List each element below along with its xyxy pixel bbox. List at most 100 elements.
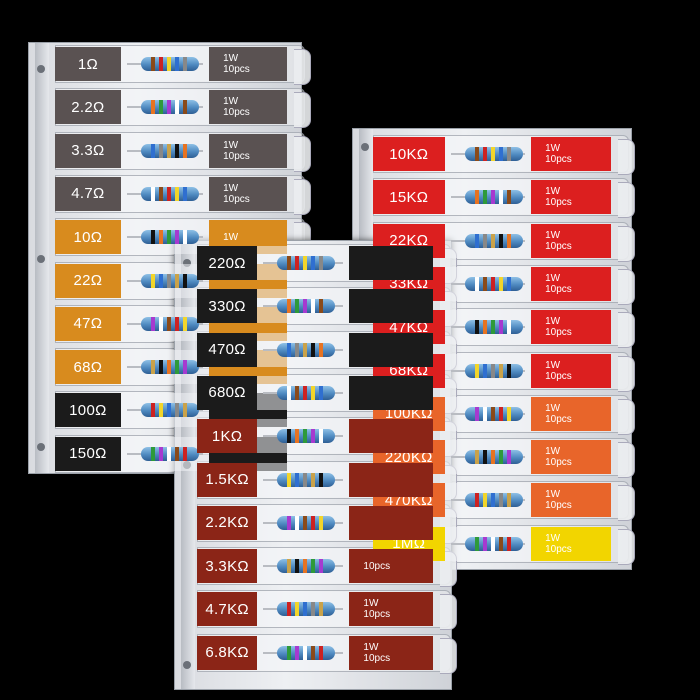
color-band [482, 233, 487, 248]
resistor-icon [277, 256, 336, 270]
quantity: 10pcs [545, 457, 572, 469]
binder-hole [183, 661, 191, 669]
color-band [319, 299, 324, 314]
resistor-icon [140, 446, 199, 461]
resistance-label: 1.5KΩ [197, 462, 258, 497]
color-band [490, 233, 495, 248]
resistor-window [120, 393, 210, 428]
pocket-tab [618, 485, 635, 522]
spec-label [349, 419, 433, 454]
power-rating: 1W [545, 402, 561, 414]
resistor-icon [464, 493, 523, 508]
color-band [182, 316, 187, 331]
color-band [474, 406, 479, 421]
color-band [303, 385, 308, 400]
quantity: 10pcs [545, 370, 572, 382]
color-band [287, 299, 292, 314]
color-band [287, 602, 292, 617]
resistor-window [120, 436, 210, 471]
resistor-icon [140, 230, 199, 245]
resistance-label: 100Ω [55, 393, 121, 428]
resistor-icon [140, 403, 199, 418]
power-rating: 1W [545, 489, 561, 501]
resistor-row: 1KΩ [197, 417, 457, 458]
color-band [150, 273, 155, 288]
color-band [182, 273, 187, 288]
color-band [295, 602, 300, 617]
color-band [490, 363, 495, 378]
color-band [319, 559, 324, 574]
color-band [498, 233, 503, 248]
color-band [166, 273, 171, 288]
spec-label [349, 332, 433, 367]
pocket-tab [618, 442, 635, 479]
resistor-icon [464, 450, 523, 465]
resistance-label: 1KΩ [197, 419, 258, 454]
quantity: 10pcs [223, 193, 250, 205]
color-band [303, 429, 308, 444]
binder-hole [37, 255, 45, 263]
color-band [482, 536, 487, 551]
quantity: 10pcs [223, 107, 250, 119]
color-band [166, 57, 171, 71]
color-band [303, 299, 308, 314]
color-band [490, 493, 495, 508]
color-band [295, 256, 300, 270]
quantity: 10pcs [545, 240, 572, 252]
resistance-label: 3.3KΩ [197, 549, 258, 584]
resistor-window [120, 133, 210, 168]
resistor-window [257, 246, 350, 280]
pocket-tab [618, 268, 635, 305]
color-band [490, 276, 495, 291]
pocket-tab [618, 139, 635, 175]
color-band [506, 233, 511, 248]
color-band [498, 147, 503, 161]
resistor-icon [140, 316, 199, 331]
power-rating: 1W [545, 186, 561, 198]
power-rating: 1W [223, 231, 239, 243]
color-band [158, 446, 163, 461]
color-band [498, 536, 503, 551]
resistor-icon [277, 342, 336, 357]
resistor-icon [277, 602, 336, 617]
color-band [158, 316, 163, 331]
pocket-tab [440, 637, 457, 674]
quantity: 10pcs [223, 150, 250, 162]
color-band [482, 363, 487, 378]
color-band [482, 406, 487, 421]
color-band [150, 230, 155, 245]
color-band [506, 450, 511, 465]
resistor-window [257, 289, 350, 324]
resistor-window [444, 396, 532, 431]
color-band [319, 429, 324, 444]
color-band [158, 360, 163, 375]
color-band [287, 342, 292, 357]
power-rating: 1W [223, 96, 239, 108]
color-band [150, 446, 155, 461]
resistance-label: 47Ω [55, 306, 121, 341]
quantity: 10pcs [363, 560, 391, 572]
resistance-label: 470Ω [197, 332, 258, 367]
color-band [311, 385, 316, 400]
pocket-tab [440, 594, 457, 631]
color-band [303, 645, 308, 660]
resistance-label: 10Ω [55, 220, 121, 255]
resistor-window [120, 47, 210, 81]
color-band [482, 320, 487, 335]
color-band [166, 360, 171, 375]
quantity: 10pcs [545, 327, 572, 339]
pocket-tab [294, 92, 311, 129]
color-band [474, 536, 479, 551]
